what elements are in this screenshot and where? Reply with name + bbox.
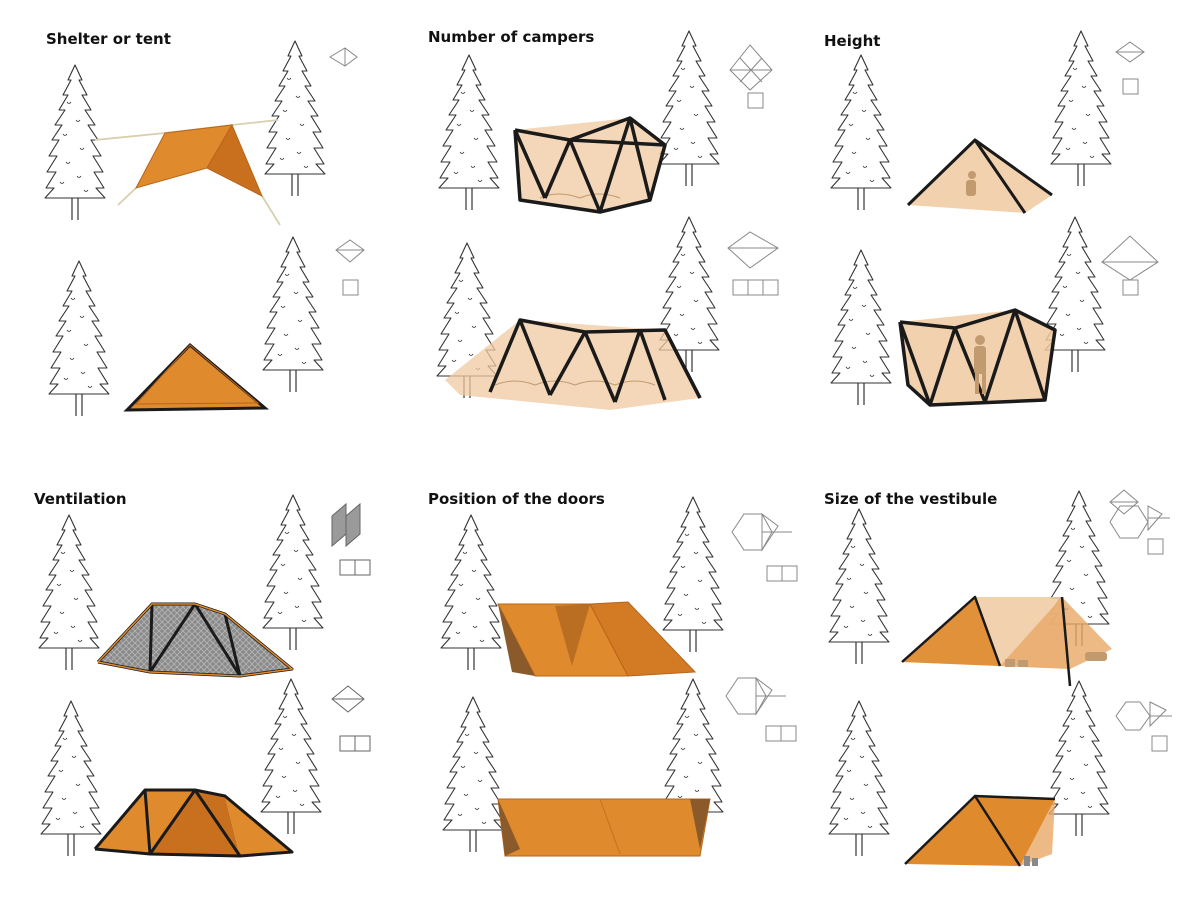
panel-size-of-the-vestibule: Size of the vestibule	[800, 454, 1200, 908]
panel-title: Position of the doors	[428, 490, 605, 508]
tree-icon	[264, 40, 326, 197]
module-icon	[1101, 41, 1159, 296]
module-icon	[331, 502, 371, 752]
tree-icon	[262, 494, 324, 651]
closed-tent-icon	[93, 788, 294, 858]
tree-icon	[830, 249, 892, 406]
height-illustration	[830, 30, 1159, 407]
module-icon	[1109, 489, 1172, 752]
vestibule-illustration	[828, 489, 1172, 867]
panel-title: Shelter or tent	[46, 30, 171, 48]
tree-icon	[828, 508, 890, 665]
panel-title: Ventilation	[34, 490, 127, 508]
tree-icon	[440, 514, 502, 671]
ventilation-illustration	[38, 494, 371, 858]
tree-icon	[40, 700, 102, 857]
mesh-tent-icon	[96, 602, 294, 678]
tree-icon	[830, 54, 892, 211]
panel-title: Number of campers	[428, 28, 595, 46]
tree-icon	[260, 678, 322, 835]
tree-icon	[1050, 30, 1112, 187]
module-icon	[727, 44, 779, 296]
pyramid-tent-icon	[123, 342, 270, 412]
low-tent-icon	[906, 138, 1053, 214]
panel-number-of-campers: Number of campers	[400, 0, 800, 454]
tree-icon	[662, 496, 724, 653]
shelter-illustration	[44, 40, 365, 417]
panel-ventilation: Ventilation	[0, 454, 400, 908]
panel-shelter-or-tent: Shelter or tent	[0, 0, 400, 454]
doors-illustration	[440, 496, 798, 857]
tree-icon	[658, 30, 720, 187]
tree-icon	[38, 514, 100, 671]
panel-title: Size of the vestibule	[824, 490, 998, 508]
small-vestibule-tent-icon	[904, 794, 1056, 867]
tree-icon	[1048, 680, 1110, 837]
module-icon	[725, 513, 798, 742]
large-vestibule-tent-icon	[901, 595, 1112, 687]
panel-position-of-the-doors: Position of the doors	[400, 454, 800, 908]
four-person-tent-icon	[445, 318, 702, 410]
tarp-shelter-icon	[94, 119, 281, 226]
tree-icon	[262, 236, 324, 393]
panel-height: Height	[800, 0, 1200, 454]
module-icon	[329, 47, 365, 296]
campers-illustration	[436, 30, 779, 410]
person-standing-icon	[974, 335, 986, 394]
panel-title: Height	[824, 32, 881, 50]
two-person-tent-icon	[513, 116, 667, 214]
tree-icon	[438, 54, 500, 211]
gear-items-icon	[1005, 652, 1107, 667]
tree-icon	[828, 700, 890, 857]
tree-icon	[48, 260, 110, 417]
tall-tent-icon	[898, 308, 1057, 407]
end-door-tent-icon	[497, 798, 711, 857]
tree-icon	[442, 696, 504, 853]
person-kneeling-icon	[966, 171, 976, 196]
boots-icon	[1024, 856, 1038, 866]
tree-icon	[44, 64, 106, 221]
side-door-tent-icon	[497, 601, 697, 677]
